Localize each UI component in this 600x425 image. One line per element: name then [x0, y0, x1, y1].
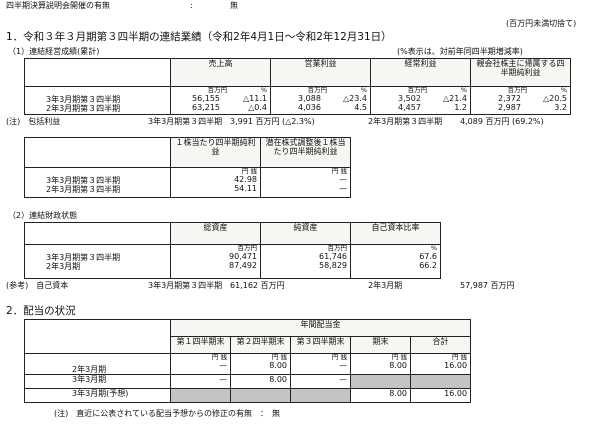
- row-label: 3年3月期第３四半期: [46, 95, 121, 104]
- header-eps: １株当たり四半期純利益: [170, 137, 261, 168]
- table-row: 3年3月期 — 8.00 —: [24, 374, 472, 389]
- dividend-cell-shaded: [230, 388, 291, 403]
- net-sales-cell: 百万円% 56,155△11.1 63,215△0.4: [170, 86, 271, 115]
- comprehensive-income-prev-value: 4,089 百万円 (69.2%): [460, 117, 544, 126]
- dividend-cell: —: [170, 374, 231, 389]
- row-label: 2年3月期: [46, 262, 81, 271]
- meeting-separator: :: [190, 1, 193, 10]
- row-label: 2年3月期第３四半期: [46, 185, 121, 194]
- table-row: 3年3月期第３四半期 2年3月期第３四半期 円 銭 42.98 54.11 円 …: [24, 167, 351, 198]
- header-net-assets: 純資産: [260, 222, 351, 245]
- header-q3: 第３四半期末: [290, 336, 351, 354]
- header-q2: 第２四半期末: [230, 336, 291, 354]
- table-corner-lower: [24, 336, 171, 354]
- row-label: 3年3月期: [72, 375, 107, 385]
- header-diluted-eps: 潜在株式調整後１株当たり四半期純利益: [260, 137, 351, 168]
- equity-ratio-cell: % 67.6 66.2: [350, 244, 441, 279]
- row-label-blank: 3年3月期第３四半期 2年3月期第３四半期: [24, 86, 171, 115]
- row-label: 3年3月期第３四半期: [46, 253, 121, 262]
- header-equity-ratio: 自己資本比率: [350, 222, 441, 245]
- header-q1: 第１四半期末: [170, 336, 231, 354]
- comprehensive-income-current-value: 3,991 百万円 (△2.3%): [230, 117, 315, 126]
- section1-sub2: （2）連結財政状態: [8, 211, 78, 220]
- section2-title: 2．配当の状況: [6, 305, 76, 317]
- equity-label: (参考) 自己資本: [6, 281, 69, 290]
- header-ordinary-income: 経常利益: [370, 58, 471, 87]
- comprehensive-income-label: (注) 包括利益: [6, 117, 61, 126]
- row-label: 2年3月期: [72, 365, 107, 374]
- dividend-cell: —: [290, 374, 351, 389]
- table-row: 3年3月期第３四半期 2年3月期第３四半期 百万円% 56,155△11.1 6…: [24, 86, 571, 115]
- dividend-cell: 16.00: [409, 388, 472, 403]
- row-label: 3年3月期第３四半期: [46, 176, 121, 185]
- dividend-cell: 8.00: [350, 388, 411, 403]
- diluted-eps-cell: 円 銭 — —: [260, 167, 351, 198]
- section1-sub1: （1）連結経営成績(累計): [8, 47, 100, 56]
- row-label: 3年3月期(予想): [72, 389, 129, 399]
- units-note: (百万円未満切捨て): [506, 19, 577, 28]
- table-row: 3年3月期(予想) 8.00 16.00: [24, 388, 472, 403]
- table-corner: [24, 58, 171, 87]
- row-label: 2年3月期第３四半期: [46, 104, 121, 113]
- dividend-cell: 8.00: [230, 374, 291, 389]
- dividend-cell-shaded: [170, 388, 231, 403]
- table-corner: [24, 319, 171, 337]
- table-corner: [24, 222, 171, 245]
- header-operating-income: 営業利益: [270, 58, 371, 87]
- comprehensive-income-current-label: 3年3月期第３四半期: [148, 117, 223, 126]
- net-assets-cell: 百万円 61,746 58,829: [260, 244, 351, 279]
- financial-position-table: 総資産 純資産 自己資本比率 3年3月期第３四半期 2年3月期 百万円 90,4…: [24, 222, 441, 279]
- meeting-value: 無: [230, 1, 238, 10]
- row-labels: 3年3月期第３四半期 2年3月期: [24, 244, 171, 279]
- section1-sub1-note: (%表示は、対前年同四半期増減率): [397, 47, 523, 56]
- equity-prev-label: 2年3月期: [368, 281, 403, 290]
- operating-results-table: 売上高 営業利益 経常利益 親会社株主に帰属する四半期純利益 3年3月期第３四半…: [24, 58, 571, 115]
- header-year-end: 期末: [350, 336, 411, 354]
- dividend-cell-shaded: [290, 388, 351, 403]
- equity-current-value: 61,162 百万円: [230, 281, 285, 290]
- eps-table: １株当たり四半期純利益 潜在株式調整後１株当たり四半期純利益 3年3月期第３四半…: [24, 137, 351, 198]
- header-total: 合計: [409, 336, 472, 354]
- dividend-cell: 円 銭—: [170, 353, 231, 375]
- header-net-income: 親会社株主に帰属する四半期純利益: [470, 58, 571, 87]
- dividend-cell: 円 銭—: [290, 353, 351, 375]
- table-row: 3年3月期第３四半期 2年3月期 百万円 90,471 87,492 百万円 6…: [24, 244, 441, 279]
- dividend-cell-shaded: [350, 374, 411, 389]
- eps-cell: 円 銭 42.98 54.11: [170, 167, 261, 198]
- dividend-table: 年間配当金 第１四半期末 第２四半期末 第３四半期末 期末 合計 2年3月期 円…: [24, 319, 472, 403]
- dividend-note: (注) 直近に公表されている配当予想からの修正の有無 ： 無: [54, 409, 280, 418]
- total-assets-cell: 百万円 90,471 87,492: [170, 244, 261, 279]
- equity-prev-value: 57,987 百万円: [460, 281, 515, 290]
- meeting-label: 四半期決算説明会開催の有無: [6, 1, 110, 10]
- header-annual-dividend: 年間配当金: [169, 319, 472, 337]
- table-corner: [24, 137, 171, 168]
- equity-current-label: 3年3月期第３四半期: [148, 281, 223, 290]
- header-net-sales: 売上高: [170, 58, 271, 87]
- header-total-assets: 総資産: [170, 222, 261, 245]
- comprehensive-income-prev-label: 2年3月期第３四半期: [368, 117, 443, 126]
- dividend-cell-shaded: [409, 374, 472, 389]
- row-labels: 3年3月期第３四半期 2年3月期第３四半期: [24, 167, 171, 198]
- section1-title: 1．令和３年３月期第３四半期の連結業績（令和2年4月1日～令和2年12月31日）: [6, 31, 392, 43]
